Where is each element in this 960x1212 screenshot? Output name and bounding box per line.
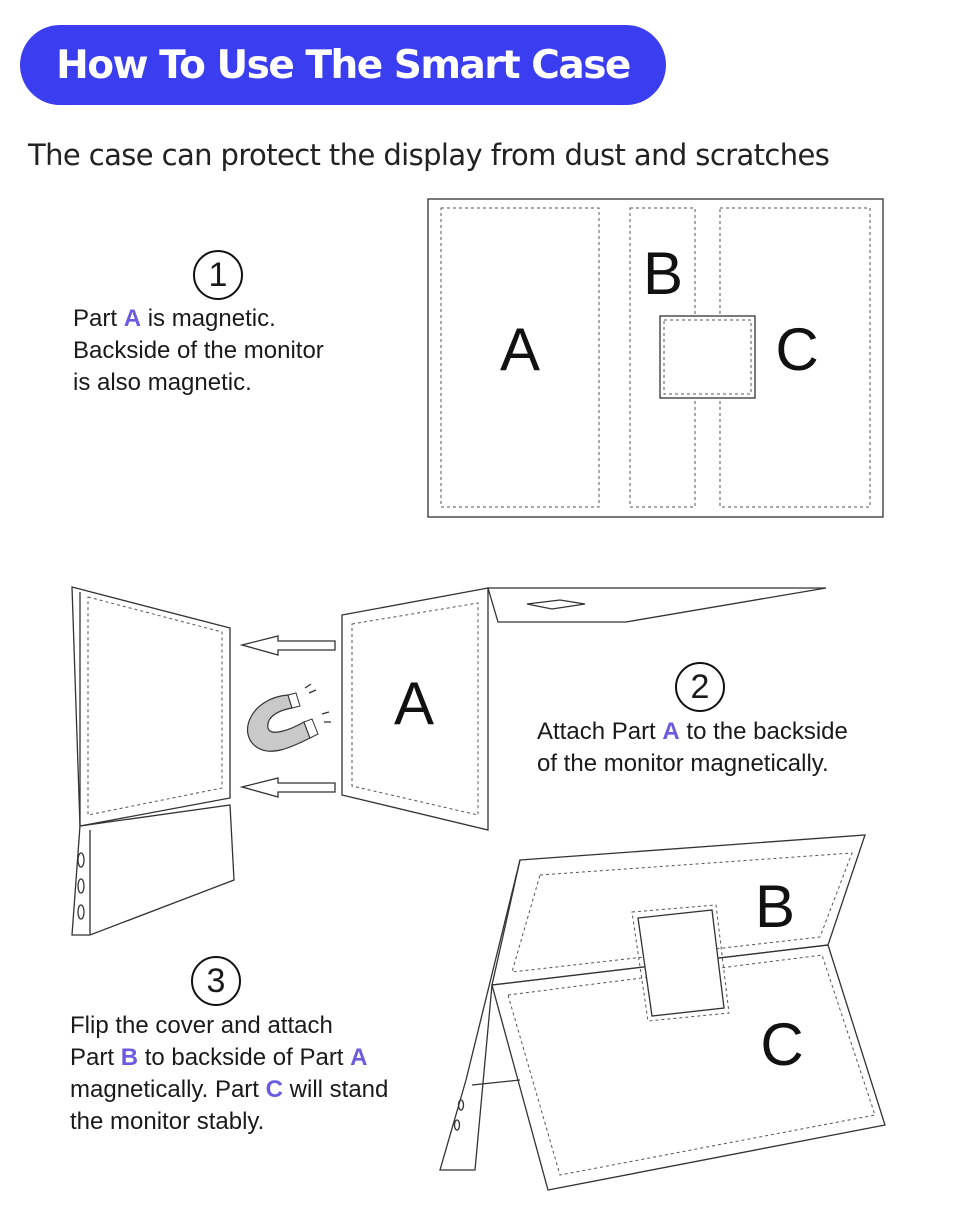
part-a-highlight: A [662, 718, 680, 745]
step-1-text: Part A is magnetic. Backside of the moni… [73, 305, 324, 396]
step-2-text: Attach Part A to the backside of the mon… [537, 718, 848, 777]
stand-label-b: B [755, 873, 795, 940]
stand-diagram: B C [439, 834, 886, 1191]
stand-label-c: C [760, 1011, 803, 1078]
flat-case-diagram: A B C [427, 198, 884, 518]
part-c-highlight: C [265, 1076, 283, 1103]
attach-label-a: A [394, 670, 434, 737]
flat-label-c: C [775, 316, 818, 383]
step-3-text: Flip the cover and attach Part B to back… [70, 1012, 389, 1135]
page-title: How To Use The Smart Case [56, 42, 631, 88]
part-b-highlight: B [120, 1044, 139, 1071]
flat-label-b: B [643, 240, 683, 307]
attach-diagram: A [71, 586, 827, 936]
part-a-highlight: A [350, 1044, 368, 1071]
subtitle: The case can protect the display from du… [28, 138, 830, 172]
part-a-highlight: A [123, 305, 142, 332]
step-2-number: 2 [675, 662, 725, 712]
header-banner: How To Use The Smart Case [20, 25, 666, 105]
step-1-number: 1 [193, 250, 243, 300]
flat-label-a: A [500, 316, 540, 383]
step-3-number: 3 [191, 956, 241, 1006]
